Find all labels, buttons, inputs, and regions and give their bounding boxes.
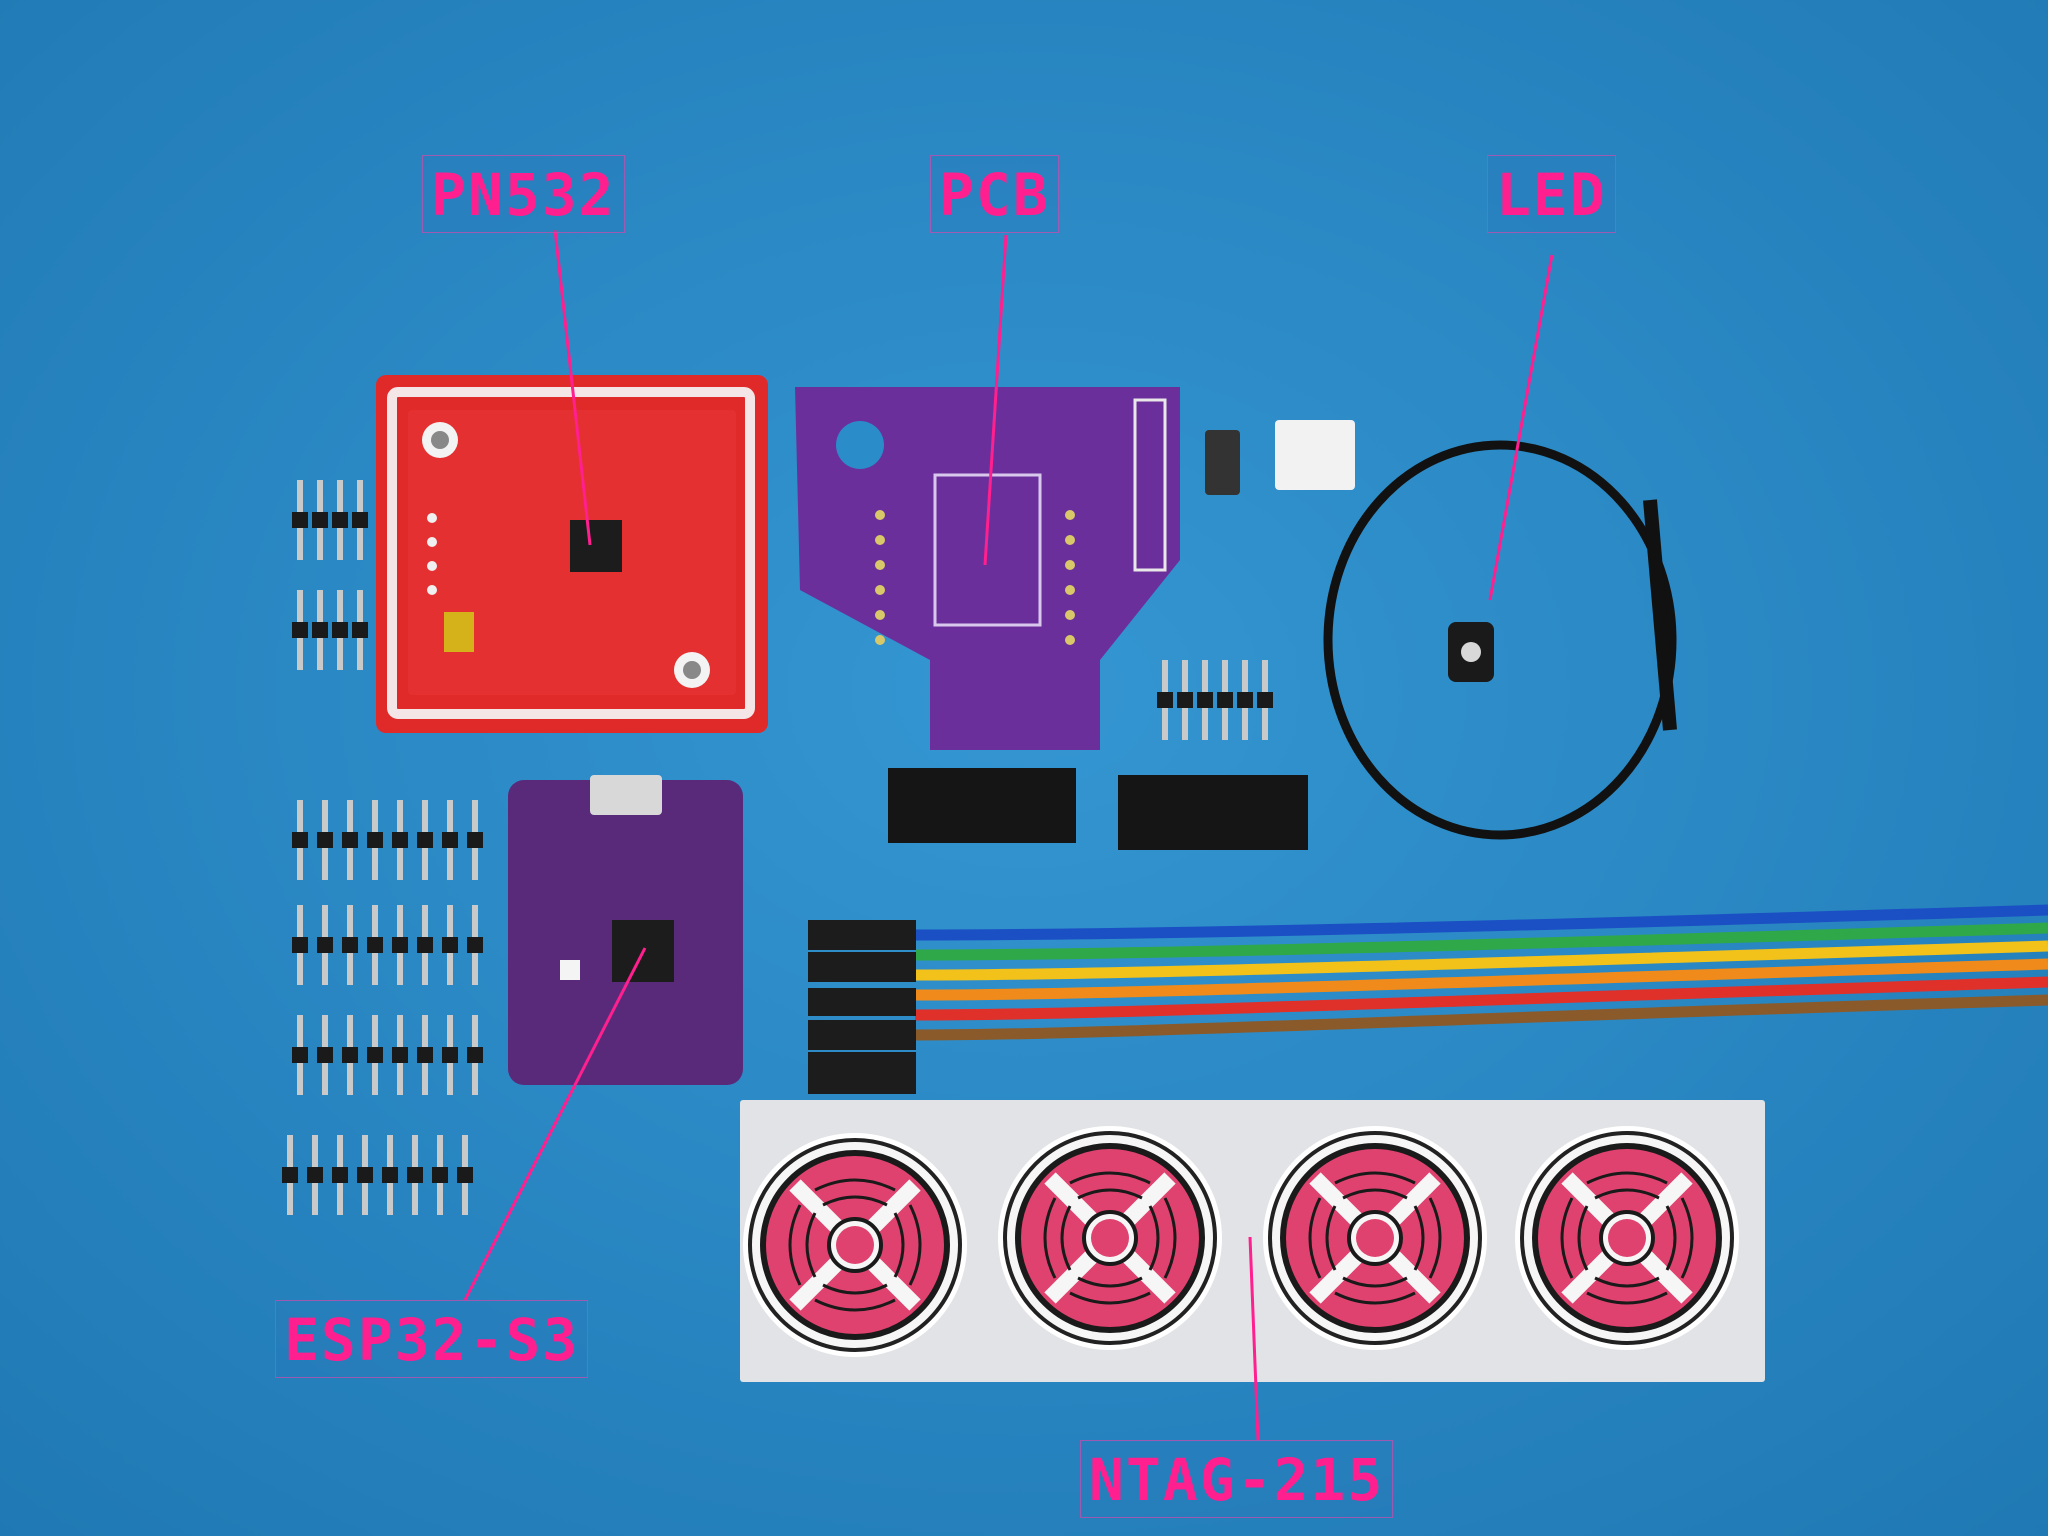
led-wire-loop bbox=[1323, 440, 1677, 840]
female-headers bbox=[888, 768, 1308, 850]
pn532-board bbox=[376, 375, 768, 733]
label-led: LED bbox=[1487, 155, 1616, 233]
label-ntag-text: NTAG-215 bbox=[1089, 1446, 1385, 1514]
pcb-board bbox=[795, 387, 1180, 750]
ntag-sticker-sheet bbox=[740, 1100, 1765, 1382]
label-esp32-text: ESP32-S3 bbox=[284, 1306, 580, 1374]
label-ntag: NTAG-215 bbox=[1080, 1440, 1394, 1518]
label-led-text: LED bbox=[1496, 161, 1607, 229]
label-pcb-text: PCB bbox=[939, 161, 1050, 229]
label-pn532: PN532 bbox=[422, 155, 625, 233]
label-pcb: PCB bbox=[930, 155, 1059, 233]
button-component bbox=[1205, 430, 1240, 495]
jst-connector bbox=[1275, 420, 1355, 490]
ntag-sticker bbox=[1263, 1126, 1487, 1350]
pointer-lines bbox=[463, 229, 1554, 1441]
label-pn532-text: PN532 bbox=[431, 161, 616, 229]
ntag-sticker bbox=[1515, 1126, 1739, 1350]
label-esp32: ESP32-S3 bbox=[275, 1300, 589, 1378]
ntag-sticker bbox=[998, 1126, 1222, 1350]
ntag-sticker bbox=[743, 1133, 967, 1357]
esp32-board bbox=[508, 775, 743, 1085]
dupont-wires bbox=[808, 904, 2048, 1094]
